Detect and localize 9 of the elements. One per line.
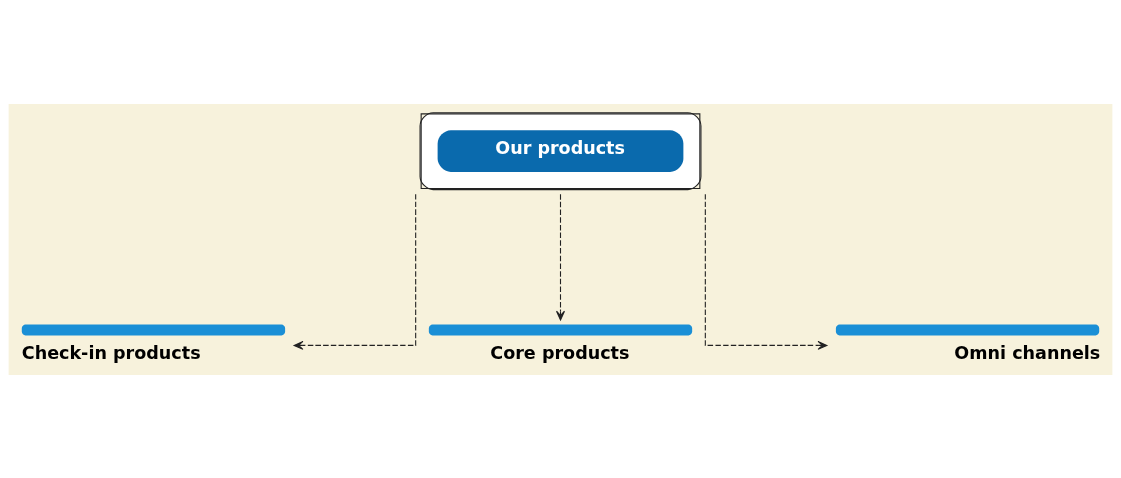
node-box (21, 324, 286, 335)
node-box (835, 324, 1100, 335)
arrow (704, 193, 828, 350)
arrow (556, 193, 565, 320)
node-box (428, 324, 693, 335)
arrow (293, 193, 417, 350)
node-label: Core products (490, 342, 630, 363)
node-label: Omni channels (954, 342, 1101, 363)
node-label: Check-in products (21, 342, 201, 363)
